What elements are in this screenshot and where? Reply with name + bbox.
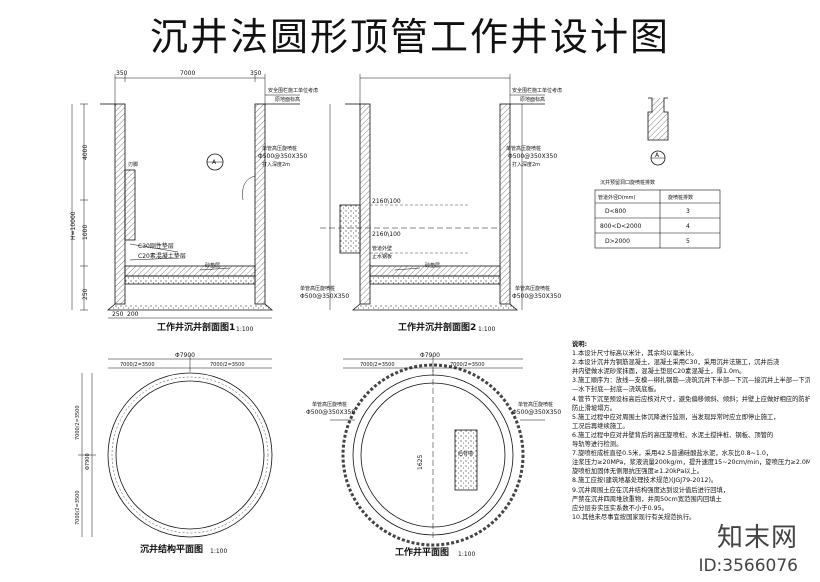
structure-plan-caption: 沉井结构平面图 — [140, 543, 203, 555]
notes-line-14: 旋喷桩加固体无侧限抗压强度≥1.20kPa以上。 — [572, 468, 704, 476]
plan2-pipe-size-right: Φ500@350X350 — [512, 409, 561, 416]
dim-h-1000: 1000 — [82, 225, 89, 240]
section-view-2 — [320, 74, 545, 311]
table-cell-2-1: 5 — [686, 238, 690, 245]
plan2-rear-wall: 后背墙 — [458, 450, 473, 457]
table-header-0: 管道外径D(mm) — [598, 194, 636, 201]
section1-caption: 工作井沉井剖面图1 — [157, 321, 235, 333]
label-pipe-wall: 管道外壁 — [372, 245, 392, 252]
notes-line-10: 6.施工过程中应对井壁背后的高压旋喷桩、水泥土搅拌桩、钢板、顶管的 — [572, 431, 774, 439]
spec-table — [594, 189, 721, 249]
well-plan-scale: 1:100 — [458, 551, 475, 558]
label-safety-rail-2: 安全围栏施工单位考虑 — [512, 87, 562, 94]
section2-scale: 1:100 — [478, 326, 495, 333]
section2-caption: 工作井沉井剖面图2 — [398, 321, 476, 333]
table-cell-0-1: 3 — [686, 208, 690, 215]
label-2160-bottom: 2160\100 — [372, 231, 401, 238]
label-pipe-size-1: Φ500@350X350 — [258, 153, 307, 160]
label-pipe-spec-1: 单管高压旋喷桩 — [262, 145, 297, 152]
plan2-half-right: 7000/2=3500 — [450, 362, 485, 368]
label-top-platform: 原地面标高 — [275, 96, 300, 103]
table-cell-0-0: D<800 — [605, 208, 626, 215]
plan1-half-left: 7000/2=3500 — [120, 362, 155, 368]
plan1-diameter: Φ7900 — [175, 352, 195, 359]
notes-line-19: 10.其他未尽事宜按国家现行有关规范执行。 — [572, 513, 696, 521]
plan2-1625: 1625 — [417, 455, 424, 470]
notes-line-17: 严禁在沉井四周堆放重物，井周50cm宽范围内回填土 — [572, 495, 722, 503]
label-pipe-spec-2: 单管高压旋喷桩 — [506, 145, 541, 152]
plan1-diameter-v: Φ7900 — [85, 453, 91, 470]
dim-7000: 7000 — [180, 70, 195, 77]
watermark-brand: 知末网 — [716, 523, 798, 553]
dim-bottom-250: 250 — [112, 311, 124, 318]
label-pipe-spec-4: 单管高压旋喷桩 — [515, 285, 550, 292]
well-plan-view — [330, 355, 545, 547]
table-header-1: 旋喷桩排数 — [668, 194, 693, 201]
dim-bottom-200: 200 — [127, 311, 139, 318]
notes-line-6: 4.管节下沉至预设标高后应核对尺寸，避免偏移倾斜、倾斜；井壁上应做好相应的防护措… — [572, 395, 810, 403]
table-cell-1-0: 800<D<2000 — [600, 223, 642, 230]
notes-line-7: 防止滑坡塌方。 — [572, 404, 617, 412]
label-pipe-spec-3: 单管高压旋喷桩 — [300, 285, 335, 292]
label-blade-beam: 刃脚 — [128, 161, 138, 168]
plan1-half-top: 7000/2=3500 — [75, 405, 81, 440]
label-pipe-len-1: 打入深度2m — [262, 161, 290, 168]
notes-line-0: 说明: — [572, 341, 588, 348]
label-pipe-size-2: Φ500@350X350 — [508, 153, 557, 160]
plan1-half-bottom: 7000/2=3500 — [75, 490, 81, 525]
notes-line-8: 5.施工过程中应对周围土体沉降进行监测，当发现异常时应立即停止施工， — [572, 413, 780, 421]
label-c20: C20素混凝土垫层 — [138, 252, 186, 260]
drawing-title: 沉井法圆形顶管工作井设计图 — [149, 15, 670, 59]
plan2-half-left: 7000/2=3500 — [360, 362, 395, 368]
notes-line-15: 8.施工应按(建筑地基处理技术规范)(JGJ79-2012)。 — [572, 477, 718, 485]
notes-line-4: 3.施工顺序为：放线—支模—绑扎钢筋—浇筑沉井下半部—下沉—接沉井上半部—下沉到… — [572, 377, 810, 385]
detail-a-view — [647, 97, 669, 166]
plan2-diameter: Φ7900 — [420, 352, 440, 359]
watermark-id: ID:3566076 — [698, 556, 798, 576]
structure-plan-scale: 1:100 — [210, 548, 227, 555]
label-sand-1: 砂垫层 — [205, 262, 220, 269]
well-plan-caption: 工作井平面图 — [395, 546, 449, 558]
detail-a-label: A — [655, 152, 660, 159]
label-2160-top: 2160\100 — [372, 198, 401, 205]
section-view-1 — [71, 74, 300, 319]
table-cell-1-1: 4 — [686, 223, 690, 230]
dim-h-4000: 4000 — [82, 145, 89, 160]
plan2-pipe-size-left: Φ500@350X350 — [306, 409, 355, 416]
notes-line-11: 导轨等进行检测。 — [572, 441, 623, 449]
notes-line-1: 1.本设计尺寸标高以米计，其余均以毫米计。 — [572, 350, 698, 358]
structure-plan-view — [78, 355, 273, 538]
dim-h-250: 250 — [82, 288, 89, 300]
notes-line-16: 9.沉井周围土应在沉井结构强度达到设计值后进行回填， — [572, 486, 730, 494]
label-top-platform-2: 原地面标高 — [520, 96, 545, 103]
label-sand-2: 砂垫层 — [425, 262, 440, 269]
section1-scale: 1:100 — [236, 326, 253, 333]
label-pipe-len-2: 打入深度2m — [512, 161, 540, 168]
plan2-pipe-spec-right: 单管高压旋喷桩 — [518, 401, 553, 408]
label-c30: C30刚性垫层 — [138, 242, 174, 250]
table-title: 沉井预留洞口旋喷桩排数 — [600, 179, 655, 186]
dim-h-total: H=10000 — [70, 211, 77, 240]
plan1-half-right: 7000/2=3500 — [210, 362, 245, 368]
dim-350-left: 350 — [116, 70, 128, 77]
notes-line-9: 工况后再继续施工。 — [572, 422, 629, 430]
dim-350-right: 350 — [250, 70, 262, 77]
design-notes: 说明: 1.本设计尺寸标高以米计，其余均以毫米计。 2.本设计沉井为钢筋混凝土，… — [572, 340, 810, 522]
detail-marker-a: A — [212, 159, 217, 166]
label-safety-rail: 安全围栏施工单位考虑 — [268, 87, 318, 94]
label-pipe-size-3: Φ500@350X350 — [300, 293, 349, 300]
table-cell-2-0: D>2000 — [605, 238, 630, 245]
notes-line-13: 注浆压力≥20MPa，浆液流量200kg/m，提升速度15~20cm/min，旋… — [572, 459, 810, 467]
notes-line-12: 7.旋喷桩成桩直径0.5米，采用42.5普通硅酸盐水泥，水灰比0.8~1.0， — [572, 450, 773, 458]
notes-line-2: 2.本设计沉井为钢筋混凝土，混凝土采用C30，采用沉井法施工，沉井后浇 — [572, 359, 780, 367]
notes-line-5: —水下封底—封底—浇筑底板。 — [572, 386, 661, 394]
label-pipe-size-4: Φ500@350X350 — [512, 293, 561, 300]
label-seal: 止水钢板 — [372, 253, 392, 260]
plan2-pipe-spec-left: 单管高压旋喷桩 — [312, 401, 347, 408]
notes-line-3: 并内壁做水泥砂浆抹面，混凝土垫层C20素混凝土，厚1.0m。 — [572, 368, 746, 376]
notes-line-18: 应分层夯实压实系数不小于0.95。 — [572, 504, 668, 512]
